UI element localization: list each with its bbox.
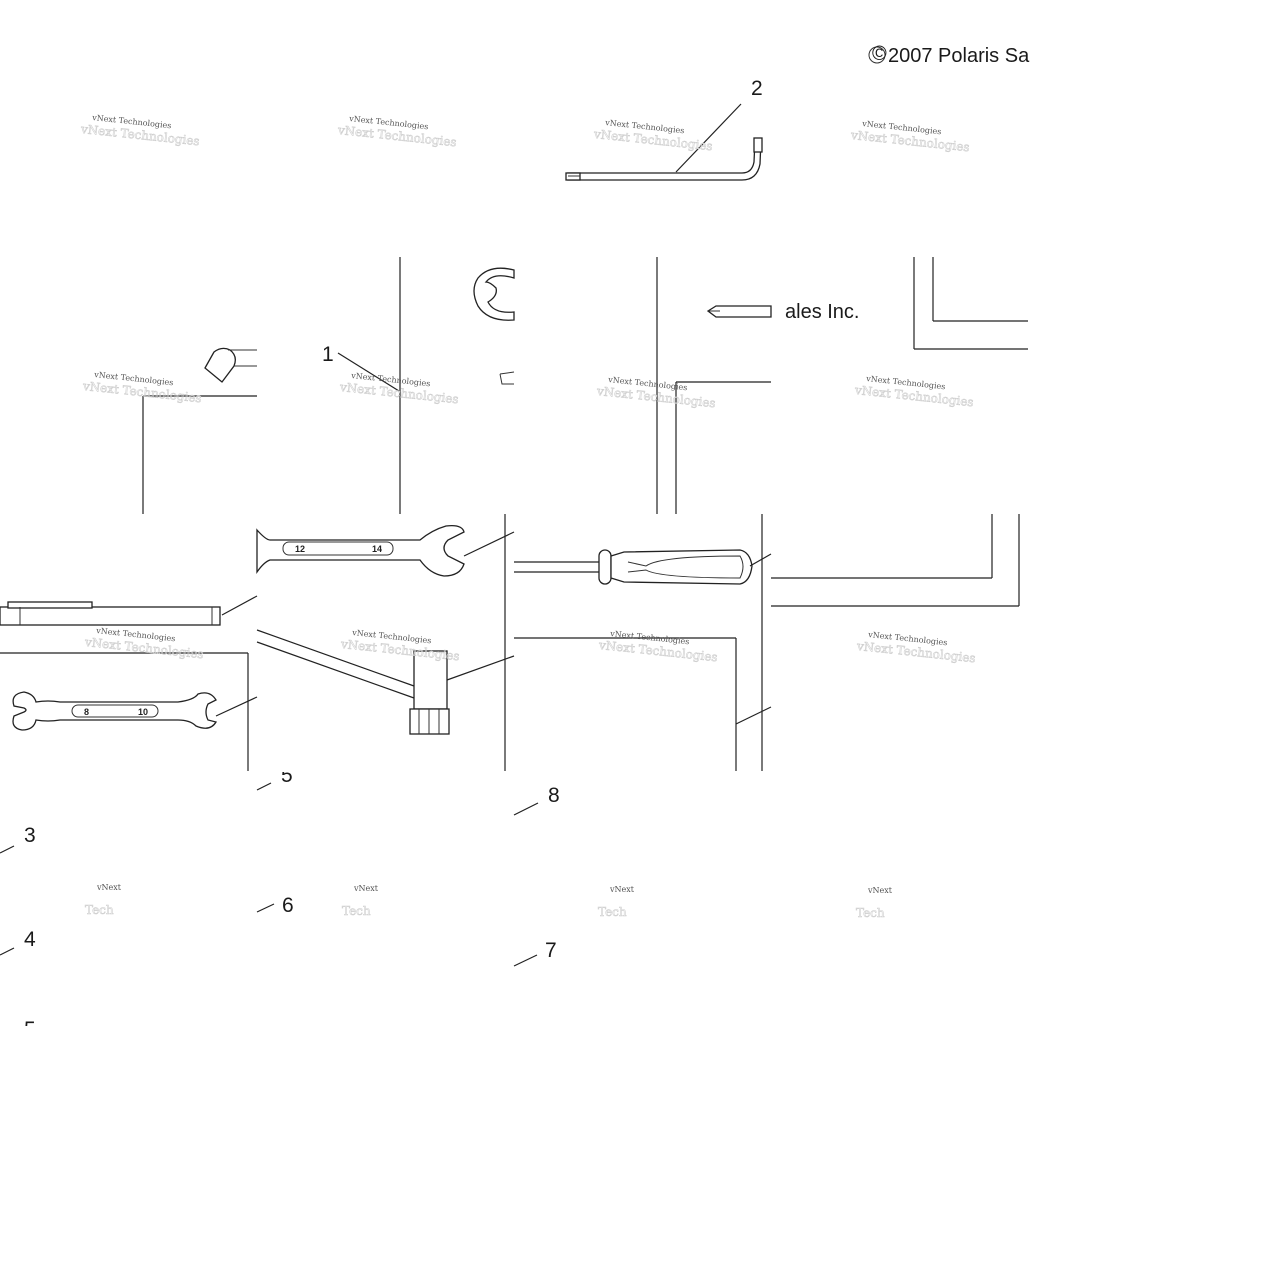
watermark-text-short: vNext [96,883,122,892]
hex-key-part [565,103,763,181]
wrench-large-part: 12 14 [256,524,515,577]
callout-4: 4 [24,928,36,951]
wrench-small-size-left: 8 [84,707,89,717]
callout-1: 1 [322,343,334,366]
watermark-ghost-short: Tech [598,905,627,919]
pry-bar-part [0,595,258,626]
socket-fragment [204,347,257,383]
callout-6: 6 [282,894,294,917]
copyright-notice: © 2007 Polaris Sa ales Inc. [785,43,1030,323]
watermark-text-short: vNext [609,885,635,894]
wrench-small-size-right: 10 [138,707,148,717]
leader-1 [337,352,400,392]
callout-7: 7 [545,939,557,962]
watermark-ghost-short: Tech [856,906,885,920]
callout-labels: 1 2 3 4 5 5 6 7 8 [0,77,763,1041]
callout-8: 8 [548,784,560,807]
watermark-text-short: vNext [867,886,893,895]
callout-3: 3 [24,824,36,847]
socket-driver-part [256,629,515,735]
wrench-head-fragment [473,267,515,385]
copyright-symbol: © [872,43,887,65]
wrench-large-size-left: 12 [295,544,305,554]
frame-lines [0,257,1028,771]
callout-2: 2 [751,77,763,100]
callout-5: 5 [281,764,293,787]
watermark-ghost-short: Tech [342,904,371,918]
watermark-ghost-short: Tech [85,903,114,917]
copyright-icon [868,46,886,64]
screwdriver-part [514,549,772,585]
bit-fragment [706,305,772,318]
wrench-small-part: 8 10 [12,691,258,731]
copyright-text-right: ales Inc. [785,301,859,323]
leader-8-tile [735,706,772,725]
copyright-text-left: 2007 Polaris Sa [888,45,1030,67]
wrench-large-size-right: 14 [372,544,382,554]
watermark-text-short: vNext [353,884,379,893]
